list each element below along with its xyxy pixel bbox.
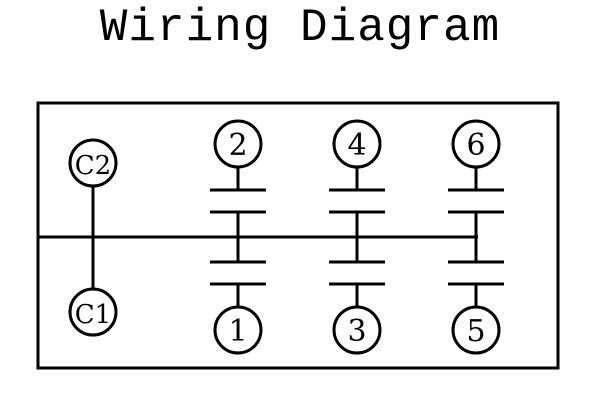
terminal-c2 — [68, 138, 118, 188]
coil-group: C2 C1 — [68, 138, 118, 337]
terminal-2-label: 2 — [228, 128, 247, 163]
contact-pole-5-6: 6 5 — [448, 119, 504, 355]
terminal-1 — [213, 305, 263, 355]
terminal-3-label: 3 — [347, 314, 366, 349]
terminal-5-label: 5 — [466, 314, 485, 349]
terminal-c1-label: C1 — [75, 300, 111, 330]
contact-pole-3-4: 4 3 — [329, 119, 385, 355]
terminal-3 — [332, 305, 382, 355]
terminal-1-label: 1 — [228, 314, 247, 349]
terminal-5 — [451, 305, 501, 355]
terminal-c2-label: C2 — [75, 151, 111, 181]
diagram-title: Wiring Diagram — [99, 2, 501, 54]
terminal-c1 — [68, 287, 118, 337]
contact-pole-1-2: 2 1 — [210, 119, 266, 355]
terminal-4-label: 4 — [347, 128, 366, 163]
terminal-6-label: 6 — [466, 128, 485, 163]
